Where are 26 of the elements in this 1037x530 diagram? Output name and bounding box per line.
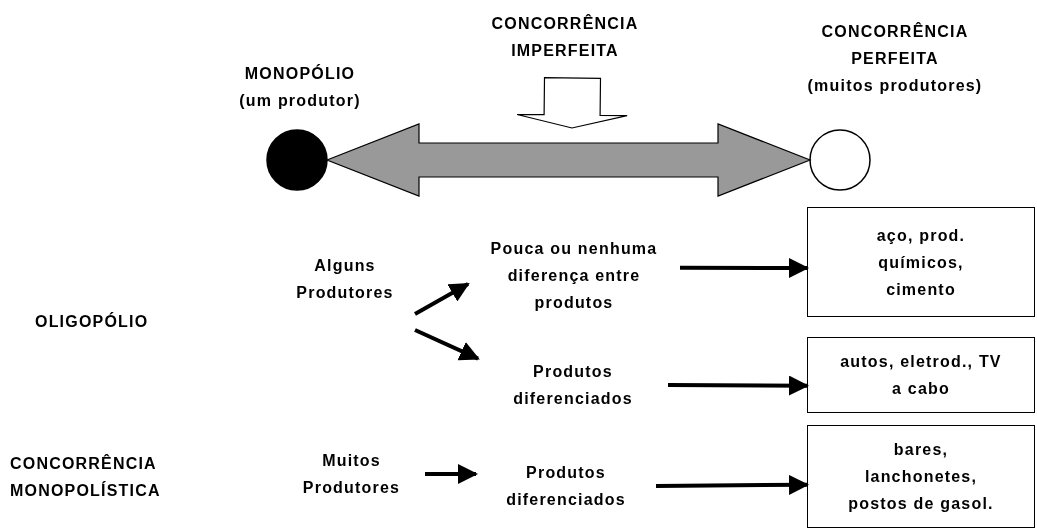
arrow [680, 258, 809, 278]
double-block-arrow [325, 123, 812, 197]
arrow [656, 474, 809, 495]
node-subtext: (um produtor) [239, 91, 361, 111]
node-subtext: (muitos produtores) [807, 76, 983, 96]
arrow [668, 375, 809, 396]
arrow [414, 328, 480, 361]
arrow [425, 464, 478, 484]
node-text: bares, lanchonetes, postos de gasol. [847, 440, 995, 514]
node-text: Muitos Produtores [301, 451, 402, 498]
arrow [414, 282, 470, 316]
market-type-label: CONCORRÊNCIA MONOPOLÍSTICA [10, 453, 162, 501]
example-box [807, 337, 1035, 413]
node-text: Produtos diferenciados [512, 362, 634, 409]
node-text: aço, prod. químicos, cimento [875, 225, 967, 300]
example-box [807, 425, 1035, 528]
market-type-label: OLIGOPÓLIO [35, 311, 150, 332]
node-text: Pouca ou nenhuma diferença entre produtos [489, 238, 659, 313]
hollow-block-arrow [516, 77, 628, 129]
node-text: Alguns Produtores [295, 256, 395, 303]
node-text: CONCORRÊNCIA IMPERFEITA [490, 13, 640, 61]
node-text: MONOPÓLIO [244, 63, 356, 84]
node-text: CONCORRÊNCIA PERFEITA [820, 21, 970, 69]
example-box [807, 207, 1035, 317]
node-text: Produtos diferenciados [505, 463, 627, 510]
node-text: autos, eletrod., TV a cabo [839, 352, 1003, 399]
